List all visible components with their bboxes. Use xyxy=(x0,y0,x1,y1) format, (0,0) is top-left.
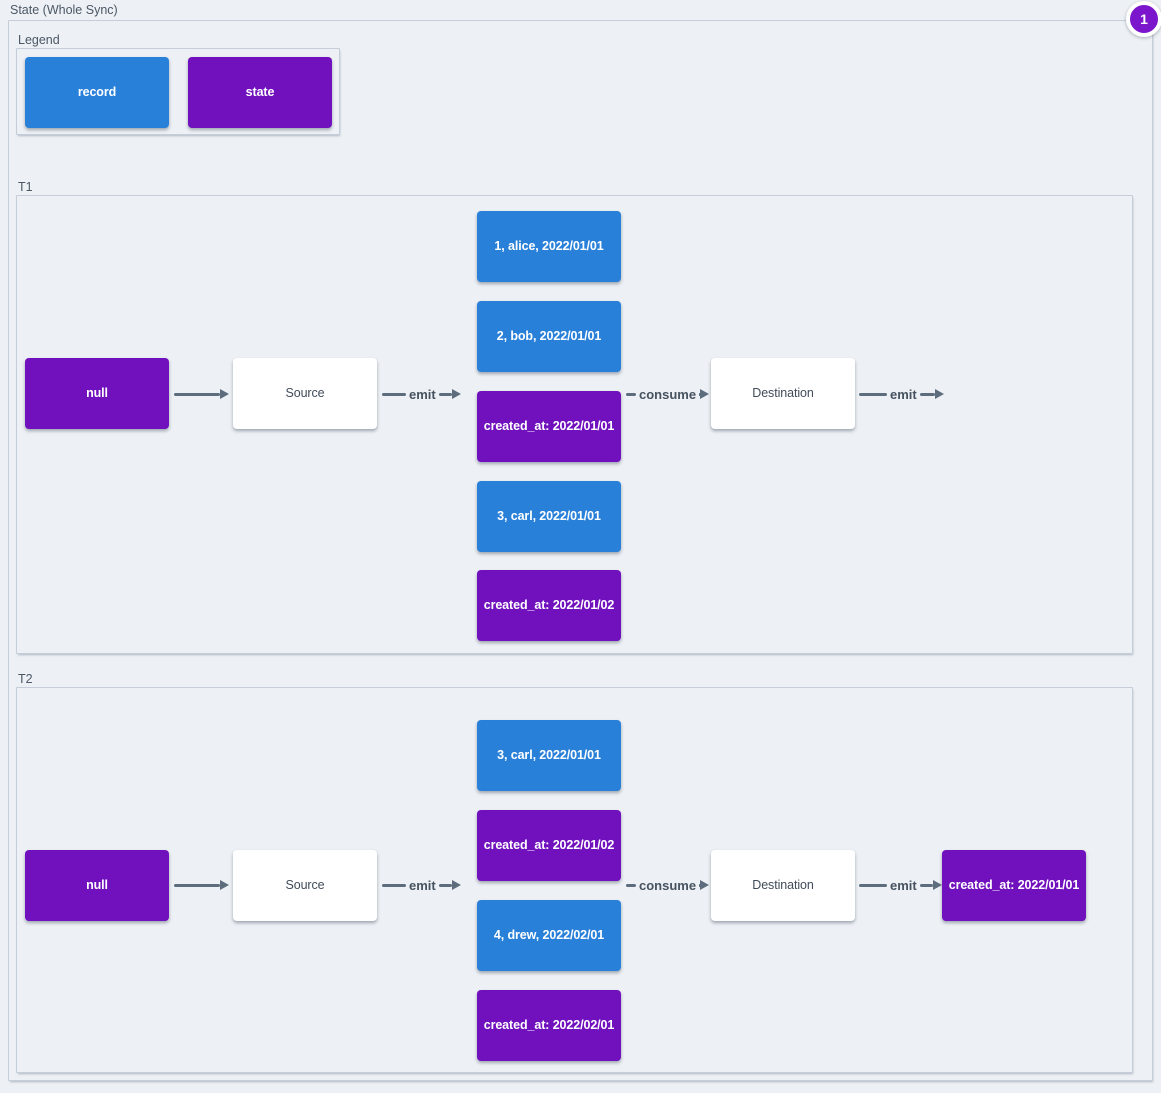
t2-arrow-consume: consume xyxy=(626,877,709,893)
t1-stream-record-1: 1, alice, 2022/01/01 xyxy=(477,211,621,282)
state-whole-sync-frame xyxy=(8,20,1153,1081)
state-whole-sync-group: State (Whole Sync) xyxy=(8,3,1153,1081)
arrow-line xyxy=(382,883,406,887)
legend-group: Legend record state xyxy=(16,33,340,135)
consume-label: consume xyxy=(639,386,697,402)
t2-group: T2 null Source emit 3, carl, 2022/01/01 … xyxy=(16,672,1133,1073)
emit-label: emit xyxy=(890,877,917,893)
t1-stream-record-3: 3, carl, 2022/01/01 xyxy=(477,481,621,552)
emit-label: emit xyxy=(409,877,436,893)
t2-stream-state-2: created_at: 2022/02/01 xyxy=(477,990,621,1061)
page-title: State (Whole Sync) xyxy=(10,3,118,17)
t1-destination-node: Destination xyxy=(711,358,855,429)
t1-group: T1 null Source emit 1, alice, 2022/01/01… xyxy=(16,180,1133,654)
arrow-head-icon xyxy=(452,389,461,399)
t2-source-node: Source xyxy=(233,850,377,921)
t2-arrow-emit-out: emit xyxy=(859,877,942,893)
arrow-line xyxy=(438,392,452,396)
t1-arrow-emit-out: emit xyxy=(859,386,944,402)
emit-label: emit xyxy=(890,386,917,402)
t2-title: T2 xyxy=(18,672,33,686)
t1-stream-record-2: 2, bob, 2022/01/01 xyxy=(477,301,621,372)
t2-stream-state-1: created_at: 2022/01/02 xyxy=(477,810,621,881)
arrow-head-icon xyxy=(700,880,709,890)
t2-arrow-null-to-source xyxy=(174,878,229,892)
legend-state-swatch: state xyxy=(188,57,332,128)
arrow-line xyxy=(438,883,452,887)
t2-destination-node: Destination xyxy=(711,850,855,921)
t2-stream-record-2: 4, drew, 2022/02/01 xyxy=(477,900,621,971)
arrow-line xyxy=(859,883,887,887)
arrow-line xyxy=(919,883,933,887)
arrow-line xyxy=(626,883,636,887)
t1-arrow-null-to-source xyxy=(174,387,229,401)
t1-frame: null Source emit 1, alice, 2022/01/01 2,… xyxy=(16,195,1133,654)
arrow-line xyxy=(699,883,700,887)
t1-title: T1 xyxy=(18,180,33,194)
arrow-line xyxy=(174,883,220,887)
t1-null-node: null xyxy=(25,358,169,429)
arrow-line xyxy=(919,392,935,396)
arrow-head-icon xyxy=(220,389,229,399)
arrow-head-icon xyxy=(452,880,461,890)
t1-stream-state-1: created_at: 2022/01/01 xyxy=(477,391,621,462)
annotation-badge: 1 xyxy=(1126,1,1161,37)
arrow-head-icon xyxy=(933,880,942,890)
arrow-head-icon xyxy=(220,880,229,890)
t2-arrow-emit-in: emit xyxy=(382,877,461,893)
t1-arrow-emit-in: emit xyxy=(382,386,461,402)
t1-source-node: Source xyxy=(233,358,377,429)
t2-result-state-node: created_at: 2022/01/01 xyxy=(942,850,1086,921)
legend-record-swatch: record xyxy=(25,57,169,128)
emit-label: emit xyxy=(409,386,436,402)
t1-arrow-consume: consume xyxy=(626,386,709,402)
consume-label: consume xyxy=(639,877,697,893)
t1-stream-state-2: created_at: 2022/01/02 xyxy=(477,570,621,641)
t2-null-node: null xyxy=(25,850,169,921)
legend-frame: record state xyxy=(16,48,340,135)
arrow-head-icon xyxy=(935,389,944,399)
legend-title: Legend xyxy=(18,33,60,47)
arrow-line xyxy=(699,392,700,396)
arrow-line xyxy=(859,392,887,396)
arrow-head-icon xyxy=(700,389,709,399)
arrow-line xyxy=(626,392,636,396)
t2-stream-record-1: 3, carl, 2022/01/01 xyxy=(477,720,621,791)
arrow-line xyxy=(174,392,220,396)
t2-frame: null Source emit 3, carl, 2022/01/01 cre… xyxy=(16,687,1133,1073)
arrow-line xyxy=(382,392,406,396)
